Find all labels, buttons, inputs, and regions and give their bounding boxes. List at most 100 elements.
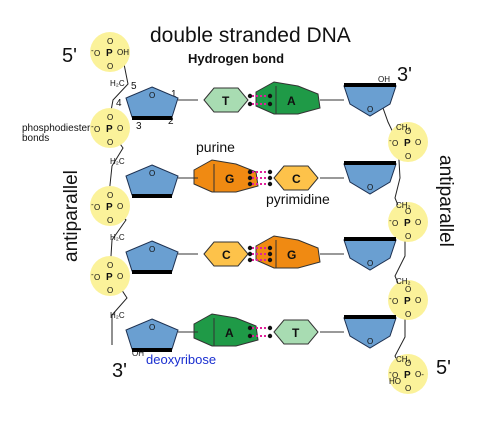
hydrogen-bond-atom [247,169,253,175]
oxygen-symbol: O- [415,370,424,379]
pyrimidine-ring [273,319,319,345]
oxygen-symbol: O [117,202,123,211]
oxygen-symbol: O [107,37,113,46]
ring-oxygen-symbol: O [367,337,373,346]
deoxyribose-sugar-left-1: O H₂C [110,79,179,120]
oxygen-symbol: O [94,125,100,134]
oxygen-symbol: O [405,152,411,161]
ring-oxygen-symbol: O [149,91,155,100]
end-label-bottom-right: 5' [436,357,451,379]
base-letter: G [287,248,296,262]
oxygen-symbol: O [405,207,411,216]
hydroxyl-symbol: HO [389,377,401,386]
base-left-3: C [203,241,249,267]
hydrogen-bond-atom [267,333,273,339]
phosphorus-symbol: P [106,202,113,213]
base-left-4: A [193,313,259,347]
negative-charge: - [389,216,392,225]
hydrogen-bonds [247,93,273,339]
hydrogen-bond-atom [247,333,253,339]
antiparallel-left-label: antiparallel [61,170,82,262]
phosphate-circle [388,354,428,394]
oxygen-symbol: O [94,273,100,282]
hydrogen-bond-atom [267,93,273,99]
oxygen-symbol: O [405,359,411,368]
purine-ring [193,313,259,347]
pyrimidine-ring [203,87,249,113]
h2c-group-label: H₂C [110,233,125,242]
negative-charge: - [389,294,392,303]
h2c-group-label: H₂C [110,79,125,88]
oxygen-symbol: O [405,310,411,319]
oxygen-symbol: O [117,272,123,281]
carbon-number-5: 5 [131,81,137,92]
negative-charge: - [389,136,392,145]
oxygen-symbol: O [107,138,113,147]
ring-oxygen-symbol: O [367,259,373,268]
purine-ring [193,159,259,193]
oxygen-symbol: O [107,191,113,200]
end-label-top-left: 5' [62,45,77,67]
ch2-group-label: CH₂ [396,123,411,132]
hydrogen-bond-atom [247,325,253,331]
negative-charge: - [91,200,94,209]
oxygen-symbol: O [415,218,421,227]
base-left-2: G [193,159,259,193]
hydroxyl-top-right: OH [378,75,390,84]
ring-oxygen-symbol: O [149,169,155,178]
oxygen-symbol: O [415,138,421,147]
phosphate-circle [90,32,130,72]
antiparallel-right-label: antiparallel [435,155,456,247]
base-letter: G [225,172,234,186]
ring-oxygen-symbol: O [367,105,373,114]
oxygen-symbol: O [392,297,398,306]
oxygen-symbol: O [405,232,411,241]
purine-label: purine [196,139,235,155]
oxygen-symbol: O [107,62,113,71]
hydrogen-bond-atom [247,257,253,263]
phosphorus-symbol: P [404,296,411,307]
phosphate-circle [388,280,428,320]
deoxyribose-sugar-left-3: O H₂C [110,233,179,274]
phosphate-circle [90,108,130,148]
hydrogen-bond-atom [247,181,253,187]
negative-charge: - [91,46,94,55]
phosphorus-symbol: P [106,124,113,135]
negative-charge: - [91,270,94,279]
oxygen-symbol: O [107,113,113,122]
deoxyribose-sugar-right-1: O CH₂ [343,83,411,132]
ch2-group-label: CH₂ [396,201,411,210]
h2c-group-label: H₂C [110,311,125,320]
hydrogen-bond-atom [267,181,273,187]
diagram-title: double stranded DNA [150,24,351,47]
base-left-1: T [203,87,249,113]
oxygen-symbol: O [392,219,398,228]
oxygen-symbol: O [415,296,421,305]
carbon-number-3: 3 [136,121,142,132]
base-letter: A [287,94,296,108]
oxygen-symbol: O [405,285,411,294]
oxygen-symbol: O [117,124,123,133]
phosphate-circle [90,256,130,296]
negative-charge: - [91,122,94,131]
pyrimidine-label: pyrimidine [266,191,330,207]
phosphorus-symbol: P [404,370,411,381]
hydroxyl-bottom-left: OH [132,349,144,358]
phosphate-circle [388,202,428,242]
phosphate-circle [388,122,428,162]
hydrogen-bond-atom [267,245,273,251]
oxygen-symbol: O [405,384,411,393]
oxygen-symbol: O [107,261,113,270]
hydrogen-bond-atom [267,169,273,175]
hydrogen-bond-atom [267,175,273,181]
